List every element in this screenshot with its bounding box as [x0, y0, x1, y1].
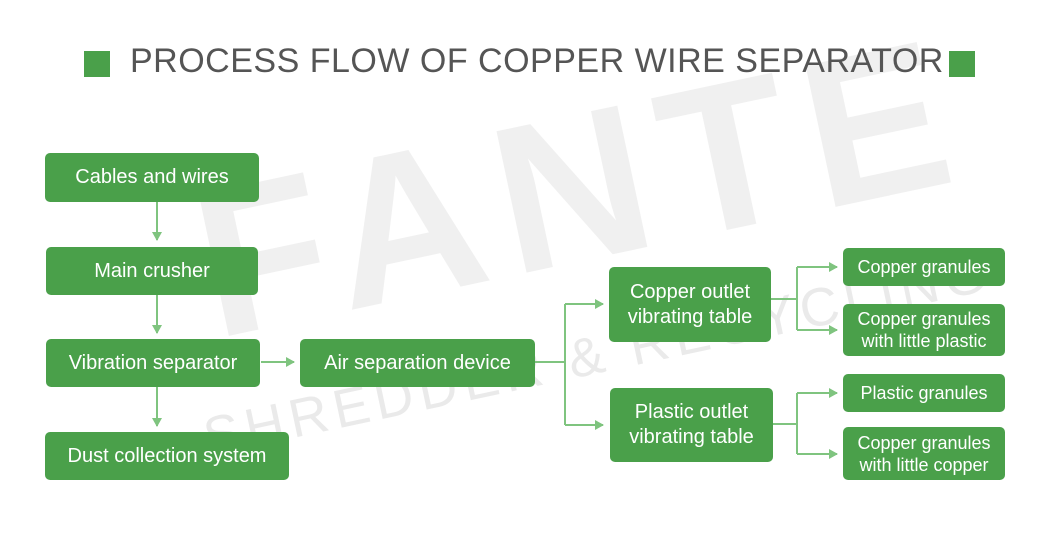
- node-dust-collection-system: Dust collection system: [45, 432, 289, 480]
- title-left-square-icon: [84, 51, 110, 77]
- node-cables-and-wires: Cables and wires: [45, 153, 259, 202]
- node-main-crusher: Main crusher: [46, 247, 258, 295]
- node-copper-outlet-vibrating-table: Copper outlet vibrating table: [609, 267, 771, 342]
- node-copper-granules-little-copper: Copper granules with little copper: [843, 427, 1005, 480]
- page-title: PROCESS FLOW OF COPPER WIRE SEPARATOR: [130, 42, 944, 80]
- node-plastic-granules: Plastic granules: [843, 374, 1005, 412]
- title-bar: PROCESS FLOW OF COPPER WIRE SEPARATOR: [0, 36, 1058, 92]
- node-vibration-separator: Vibration separator: [46, 339, 260, 387]
- node-copper-granules: Copper granules: [843, 248, 1005, 286]
- node-copper-granules-little-plastic: Copper granules with little plastic: [843, 304, 1005, 356]
- title-right-square-icon: [949, 51, 975, 77]
- node-air-separation-device: Air separation device: [300, 339, 535, 387]
- node-plastic-outlet-vibrating-table: Plastic outlet vibrating table: [610, 388, 773, 462]
